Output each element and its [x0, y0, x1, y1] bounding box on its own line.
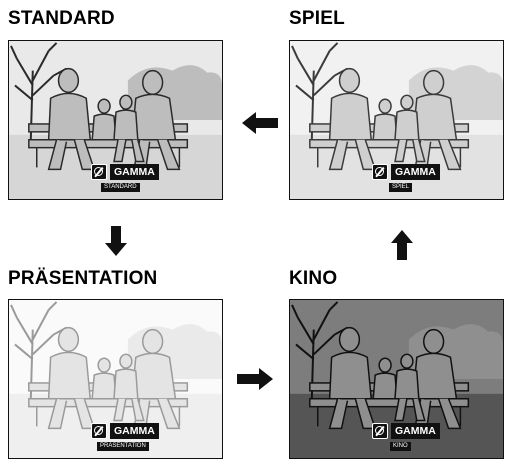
- kino-osd: GAMMA: [372, 422, 440, 439]
- gamma-icon: [372, 163, 388, 180]
- spiel-osd-mode: SPIEL: [389, 183, 413, 192]
- standard-osd: GAMMA: [91, 163, 159, 180]
- standard-panel: GAMMA STANDARD: [8, 40, 223, 200]
- standard-title: STANDARD: [8, 8, 115, 29]
- praesentation-osd-mode: PRÄSENTATION: [97, 442, 149, 451]
- praesentation-osd: GAMMA: [91, 422, 159, 439]
- standard-osd-label: GAMMA: [110, 163, 159, 180]
- park-bench-scene: [9, 41, 222, 199]
- gamma-icon: [91, 163, 107, 180]
- gamma-icon: [372, 422, 388, 439]
- kino-title: KINO: [289, 268, 338, 289]
- arrow-left-icon: [242, 112, 278, 134]
- spiel-osd-label: GAMMA: [391, 163, 440, 180]
- kino-osd-label: GAMMA: [391, 422, 440, 439]
- spiel-panel: GAMMA SPIEL: [289, 40, 504, 200]
- arrow-right-icon: [237, 368, 273, 390]
- arrow-up-icon: [391, 230, 413, 260]
- kino-panel: GAMMA KINO: [289, 299, 504, 459]
- praesentation-panel: GAMMA PRÄSENTATION: [8, 299, 223, 459]
- park-bench-scene: [290, 41, 503, 199]
- praesentation-osd-label: GAMMA: [110, 422, 159, 439]
- gamma-icon: [91, 422, 107, 439]
- kino-osd-mode: KINO: [390, 442, 411, 451]
- spiel-osd: GAMMA: [372, 163, 440, 180]
- spiel-title: SPIEL: [289, 8, 345, 29]
- standard-osd-mode: STANDARD: [101, 183, 140, 192]
- praesentation-title: PRÄSENTATION: [8, 268, 158, 289]
- arrow-down-icon: [105, 226, 127, 256]
